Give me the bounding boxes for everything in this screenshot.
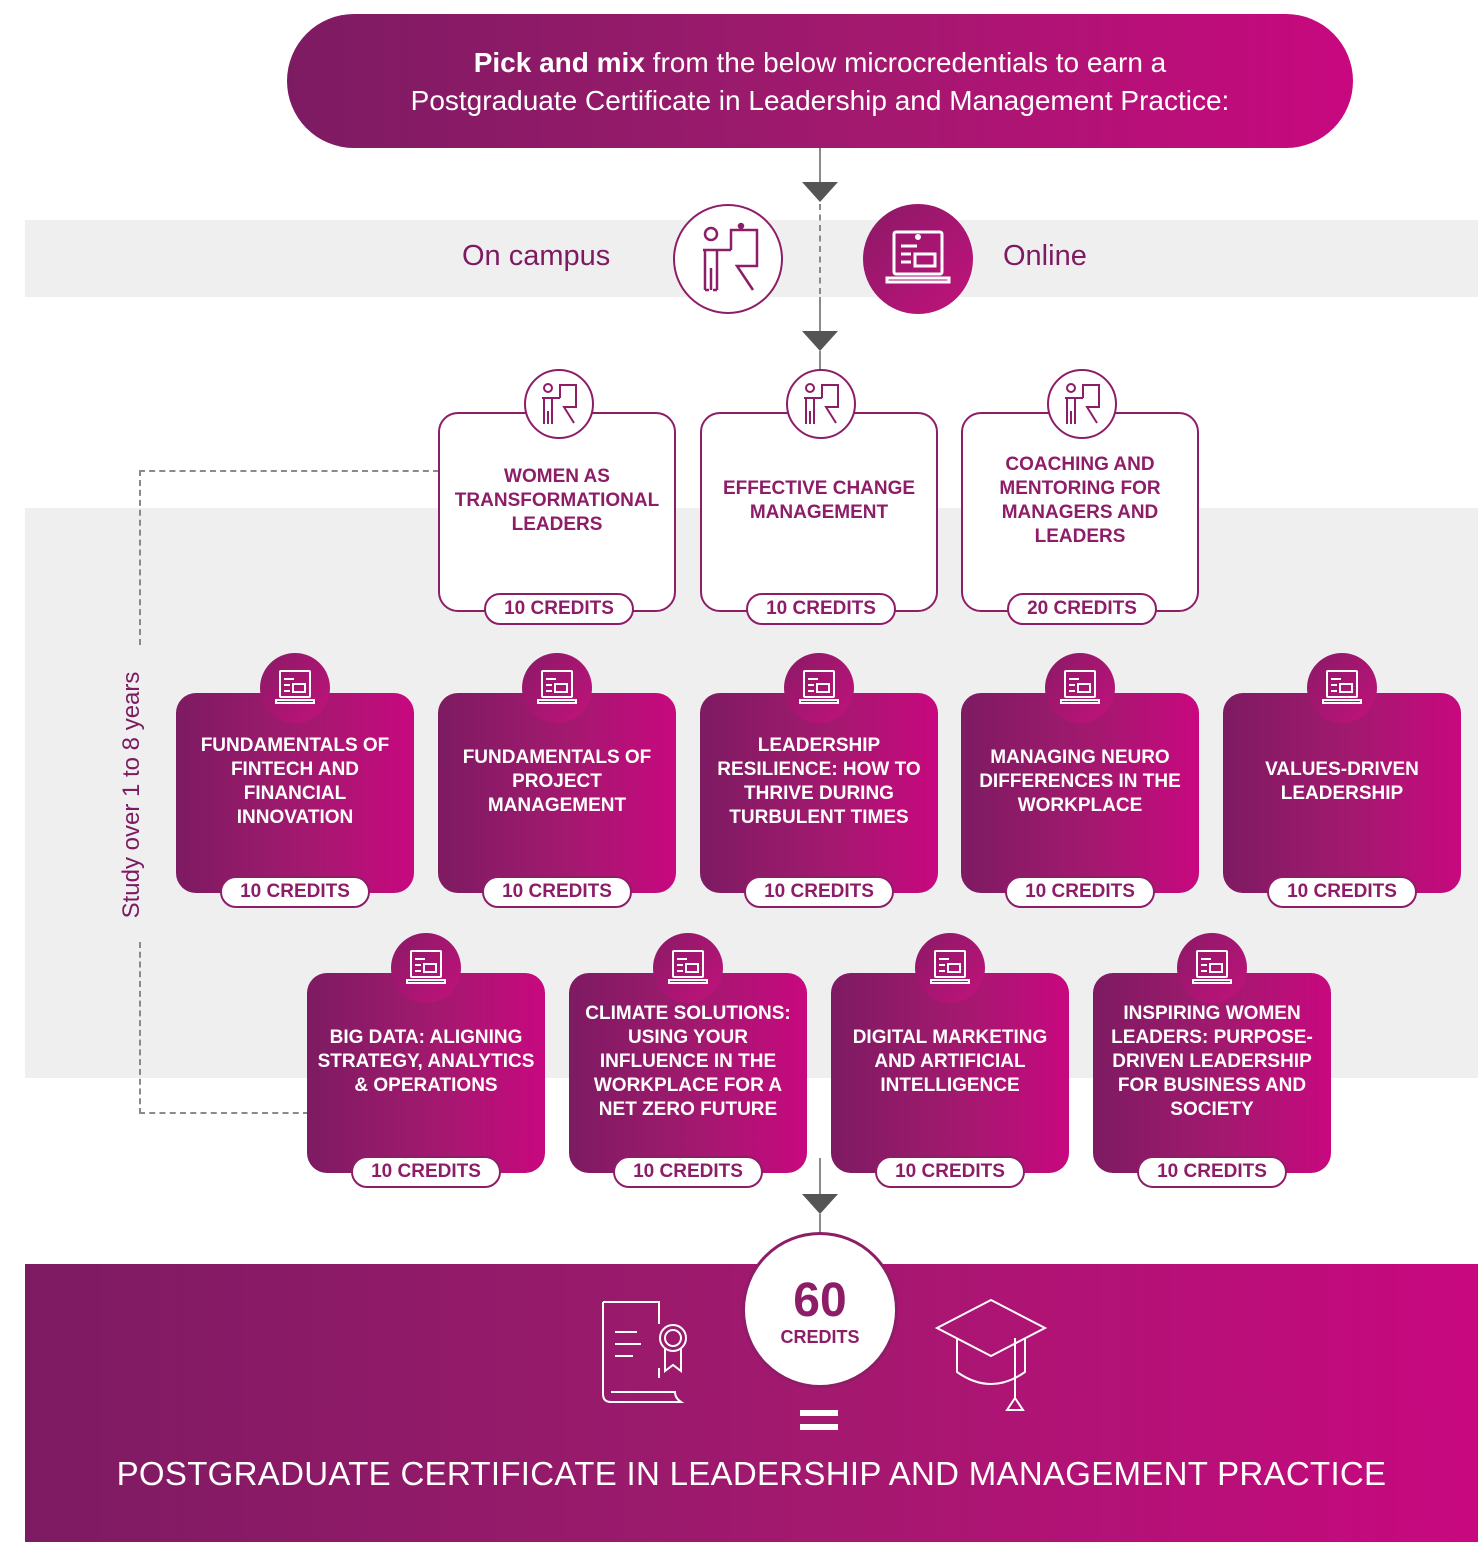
intro-rest: from the below microcredentials to earn … (644, 47, 1167, 78)
down-arrow-icon (802, 182, 838, 202)
intro-banner: Pick and mix from the below microcredent… (287, 14, 1353, 148)
course-card-inspiring-women[interactable]: Inspiring women leaders: purpose-driven … (1093, 933, 1331, 1188)
course-card-project-management[interactable]: Fundamentals of project management 10 CR… (438, 653, 676, 908)
credits-badge: 10 CREDITS (1005, 876, 1155, 908)
equals-icon (800, 1410, 838, 1430)
connector-line (819, 297, 821, 331)
course-card-change-management[interactable]: Effective change management 10 CREDITS (700, 369, 938, 625)
credits-badge: 20 CREDITS (1007, 593, 1157, 625)
credits-badge: 10 CREDITS (744, 876, 894, 908)
course-title: Fundamentals of project management (462, 747, 652, 816)
down-arrow-icon (802, 331, 838, 351)
course-title: Climate solutions: using your influence … (585, 1003, 791, 1120)
course-title: Managing neuro differences in the workpl… (979, 747, 1181, 816)
on-campus-label: On campus (462, 240, 611, 272)
course-title: Fundamentals of Fintech and Financial In… (200, 735, 390, 828)
credits-badge: 10 CREDITS (1137, 1156, 1287, 1188)
duration-bracket (139, 470, 141, 645)
course-title: Digital marketing and artificial intelli… (852, 1027, 1048, 1096)
credits-badge: 10 CREDITS (220, 876, 370, 908)
online-icon (915, 933, 985, 1003)
down-arrow-icon (802, 1194, 838, 1214)
credits-badge: 10 CREDITS (1267, 876, 1417, 908)
duration-label: Study over 1 to 8 years (118, 671, 145, 919)
connector-line (819, 351, 821, 371)
online-label: Online (1003, 240, 1087, 272)
course-card-fintech[interactable]: Fundamentals of Fintech and Financial In… (176, 653, 414, 908)
on-campus-icon (673, 204, 783, 314)
duration-bracket (139, 1112, 309, 1114)
intro-line-1: Pick and mix from the below microcredent… (287, 44, 1353, 82)
qualification-title: POSTGRADUATE CERTIFICATE IN LEADERSHIP A… (116, 1455, 1387, 1492)
credits-badge: 10 CREDITS (484, 593, 634, 625)
course-title: Leadership resilience: how to thrive dur… (717, 735, 921, 828)
on-campus-icon (786, 369, 856, 439)
credits-badge: 10 CREDITS (482, 876, 632, 908)
online-icon (522, 653, 592, 723)
credits-badge: 10 CREDITS (613, 1156, 763, 1188)
course-title: Inspiring women leaders: purpose-driven … (1111, 1003, 1313, 1120)
credits-badge: 10 CREDITS (746, 593, 896, 625)
course-card-values-driven[interactable]: Values-driven leadership 10 CREDITS (1223, 653, 1461, 908)
online-icon (863, 204, 973, 314)
online-icon (391, 933, 461, 1003)
course-card-neuro-differences[interactable]: Managing neuro differences in the workpl… (961, 653, 1199, 908)
on-campus-icon (1047, 369, 1117, 439)
online-icon (784, 653, 854, 723)
duration-bracket (139, 942, 141, 1114)
course-title: Women as transformational leaders (454, 466, 660, 535)
intro-line-2: Postgraduate Certificate in Leadership a… (410, 85, 1230, 116)
course-card-leadership-resilience[interactable]: Leadership resilience: how to thrive dur… (700, 653, 938, 908)
credits-badge: 10 CREDITS (351, 1156, 501, 1188)
online-icon (653, 933, 723, 1003)
duration-bracket (139, 470, 439, 472)
course-card-women-leaders[interactable]: Women as transformational leaders 10 CRE… (438, 369, 676, 625)
course-card-big-data[interactable]: Big data: aligning strategy, analytics &… (307, 933, 545, 1188)
course-title: Effective change management (722, 478, 916, 523)
on-campus-icon (524, 369, 594, 439)
connector-line (819, 148, 821, 182)
course-title: Coaching and mentoring for managers and … (999, 454, 1161, 547)
connector-line (819, 1158, 821, 1194)
course-card-climate-solutions[interactable]: Climate solutions: using your influence … (569, 933, 807, 1188)
course-title: Values-driven leadership (1265, 759, 1419, 804)
online-icon (1045, 653, 1115, 723)
online-icon (1307, 653, 1377, 723)
connector-line (819, 1214, 821, 1234)
certificate-icon (602, 1301, 687, 1403)
total-credits-number: 60 (793, 1274, 847, 1327)
credits-badge: 10 CREDITS (875, 1156, 1025, 1188)
online-icon (1177, 933, 1247, 1003)
course-card-coaching-mentoring[interactable]: Coaching and mentoring for managers and … (961, 369, 1199, 625)
total-credits-label: CREDITS (780, 1327, 860, 1347)
course-card-digital-marketing[interactable]: Digital marketing and artificial intelli… (831, 933, 1069, 1188)
graduation-cap-icon (935, 1298, 1048, 1411)
total-credits-circle: 60 CREDITS (742, 1232, 898, 1388)
course-title: Big data: aligning strategy, analytics &… (317, 1027, 535, 1096)
online-icon (260, 653, 330, 723)
intro-bold: Pick and mix (473, 47, 645, 78)
connector-dashed (819, 204, 821, 294)
